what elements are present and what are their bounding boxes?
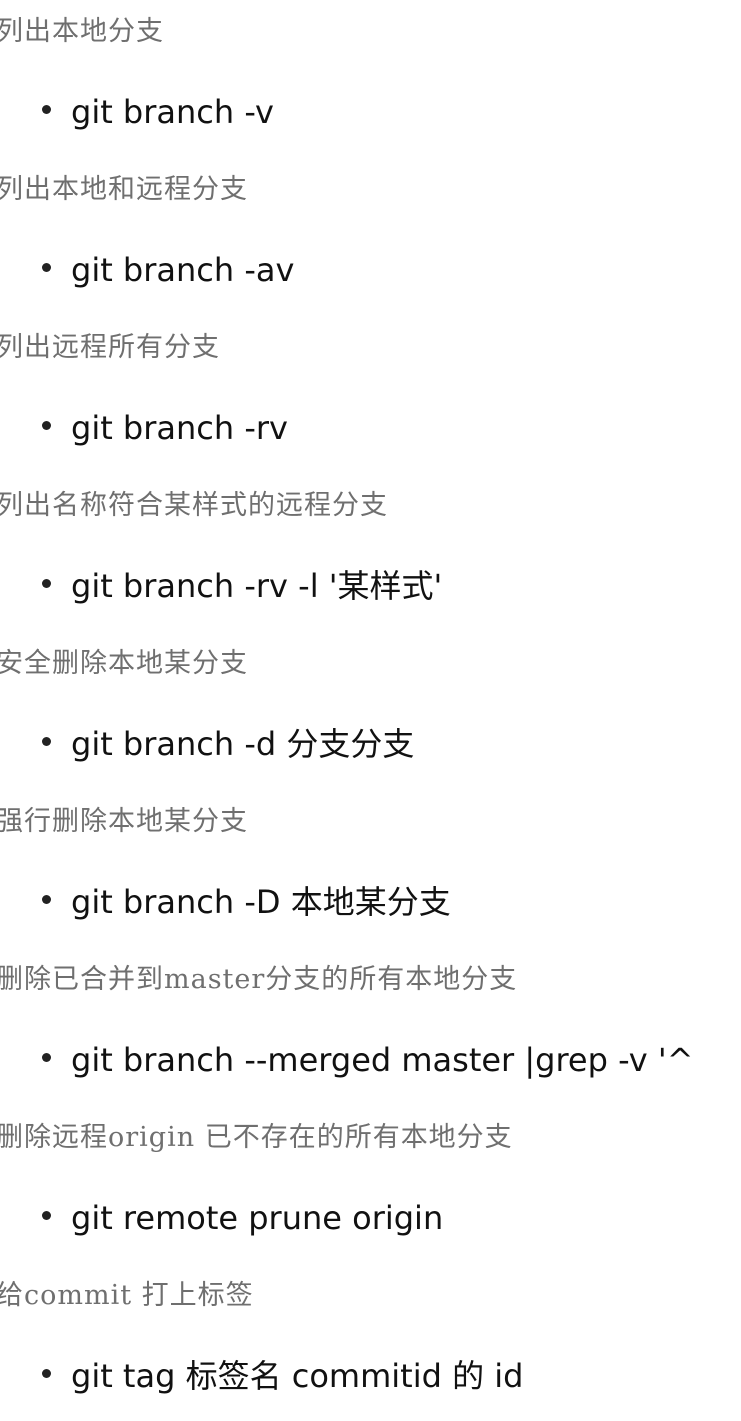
command-list-item: git remote prune origin bbox=[42, 1198, 443, 1238]
bullet-icon bbox=[42, 736, 51, 746]
bullet-icon bbox=[42, 1052, 51, 1062]
entry-description: 列出远程所有分支 bbox=[0, 332, 220, 363]
command-list-item: git branch -rv -l '某样式' bbox=[42, 566, 442, 606]
command-list-item: git branch -d 分支分支 bbox=[42, 724, 414, 764]
command-text: git branch -d 分支分支 bbox=[71, 725, 415, 763]
entry-force-delete-branch: 强行删除本地某分支 git branch -D 本地某分支 bbox=[0, 790, 741, 948]
bullet-icon bbox=[42, 578, 51, 588]
command-text: git branch -rv bbox=[71, 409, 288, 447]
command-text: git remote prune origin bbox=[71, 1199, 444, 1237]
bullet-icon bbox=[42, 1368, 51, 1378]
command-list-item: git branch -D 本地某分支 bbox=[42, 882, 451, 922]
bullet-icon bbox=[42, 894, 51, 904]
entry-description: 删除已合并到master分支的所有本地分支 bbox=[0, 964, 518, 995]
entry-description: 列出本地分支 bbox=[0, 16, 164, 47]
command-list-item: git branch --merged master |grep -v '^ bbox=[42, 1040, 694, 1080]
command-text: git branch -v bbox=[71, 93, 274, 131]
entry-safe-delete-branch: 安全删除本地某分支 git branch -d 分支分支 bbox=[0, 632, 741, 790]
entry-list-remote-branches: 列出远程所有分支 git branch -rv bbox=[0, 316, 741, 474]
entry-description: 安全删除本地某分支 bbox=[0, 648, 248, 679]
entry-delete-merged-branches: 删除已合并到master分支的所有本地分支 git branch --merge… bbox=[0, 948, 741, 1106]
bullet-icon bbox=[42, 420, 51, 430]
entry-prune-remote-origin: 删除远程origin 已不存在的所有本地分支 git remote prune … bbox=[0, 1106, 741, 1264]
entry-list-remote-branches-pattern: 列出名称符合某样式的远程分支 git branch -rv -l '某样式' bbox=[0, 474, 741, 632]
command-text: git branch -D 本地某分支 bbox=[71, 883, 451, 921]
entry-list-local-remote-branches: 列出本地和远程分支 git branch -av bbox=[0, 158, 741, 316]
entry-description: 给commit 打上标签 bbox=[0, 1280, 254, 1311]
entry-description: 列出本地和远程分支 bbox=[0, 174, 248, 205]
bullet-icon bbox=[42, 104, 51, 114]
command-list-item: git branch -rv bbox=[42, 408, 288, 448]
command-list-item: git tag 标签名 commitid 的 id bbox=[42, 1356, 523, 1396]
entry-list-local-branches: 列出本地分支 git branch -v bbox=[0, 0, 741, 158]
command-text: git branch -av bbox=[71, 251, 295, 289]
bullet-icon bbox=[42, 1210, 51, 1220]
command-text: git tag 标签名 commitid 的 id bbox=[71, 1357, 524, 1395]
entry-description: 强行删除本地某分支 bbox=[0, 806, 248, 837]
entry-description: 删除远程origin 已不存在的所有本地分支 bbox=[0, 1122, 513, 1153]
bullet-icon bbox=[42, 262, 51, 272]
command-list-item: git branch -av bbox=[42, 250, 294, 290]
command-text: git branch --merged master |grep -v '^ bbox=[71, 1041, 694, 1079]
entry-description: 列出名称符合某样式的远程分支 bbox=[0, 490, 388, 521]
command-text: git branch -rv -l '某样式' bbox=[71, 567, 443, 605]
entry-tag-commit: 给commit 打上标签 git tag 标签名 commitid 的 id bbox=[0, 1264, 741, 1421]
command-list-item: git branch -v bbox=[42, 92, 274, 132]
